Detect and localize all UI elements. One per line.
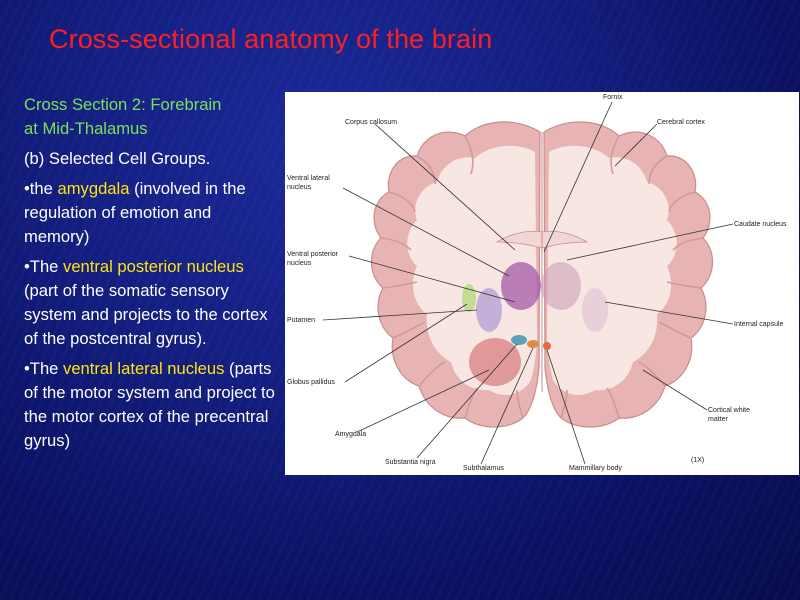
highlight-term: ventral posterior nucleus [63, 257, 244, 276]
section-heading-line2: at Mid-Thalamus [24, 119, 148, 138]
slide-title: Cross-sectional anatomy of the brain [49, 24, 493, 54]
label-magnification: (1X) [691, 457, 704, 464]
left-thalamus [501, 262, 541, 310]
section-heading-line1: Cross Section 2: Forebrain [24, 95, 222, 114]
label-ventral-posterior-2: nucleus [287, 260, 312, 267]
bullet-prefix: •The [24, 359, 64, 378]
amygdala-region [469, 338, 521, 386]
label-ventral-lateral-2: nucleus [287, 184, 312, 191]
substantia-nigra-region [511, 335, 527, 345]
bullet-text: (part of the somatic sensory system and … [24, 281, 268, 348]
left-putamen [476, 288, 502, 332]
bullet-prefix: •the [24, 179, 58, 198]
label-cerebral-cortex: Cerebral cortex [657, 119, 705, 126]
label-internal-capsule: Internal capsule [734, 321, 784, 328]
mammillary-body-region [543, 342, 551, 350]
brain-figure: Fornix Corpus callosum Cerebral cortex V… [285, 92, 799, 475]
subthalamus-region [527, 340, 539, 348]
label-amygdala: Amygdala [335, 431, 366, 438]
sulci-lines [380, 135, 704, 419]
left-white-matter [407, 145, 537, 395]
leader-lines [322, 101, 734, 465]
label-caudate-nucleus: Caudate nucleus [734, 221, 787, 228]
bullet-text: (parts of the motor system and project t… [24, 359, 275, 450]
label-ventral-lateral-1: Ventral lateral [287, 175, 330, 182]
right-putamen [582, 288, 608, 332]
label-fornix: Fornix [603, 94, 623, 101]
label-substantia-nigra: Substantia nigra [385, 459, 436, 466]
label-cortical-white-1: Cortical white [708, 407, 750, 414]
label-cortical-white-2: matter [708, 416, 729, 423]
right-white-matter [547, 145, 677, 395]
section-heading: Cross Section 2: Forebrain at Mid-Thalam… [24, 93, 276, 141]
text-column: Cross Section 2: Forebrain at Mid-Thalam… [24, 93, 276, 459]
label-globus-pallidus: Globus pallidus [287, 379, 335, 386]
bullet-amygdala: •the amygdala (involved in the regulatio… [24, 177, 276, 249]
highlight-term: amygdala [57, 179, 130, 198]
right-thalamus [541, 262, 581, 310]
label-ventral-posterior-1: Ventral posterior [287, 251, 339, 258]
bullet-ventral-lateral: •The ventral lateral nucleus (parts of t… [24, 357, 276, 453]
label-subthalamus: Subthalamus [463, 465, 504, 472]
bullet-ventral-posterior: •The ventral posterior nucleus (part of … [24, 255, 276, 351]
label-putamen: Putamen [287, 317, 315, 324]
bullet-text: (involved in the regulation of emotion a… [24, 179, 246, 246]
label-corpus-callosum: Corpus callosum [345, 119, 397, 126]
label-mammillary-body: Mammillary body [569, 465, 622, 472]
subheading: (b) Selected Cell Groups. [24, 149, 211, 168]
highlight-term: ventral lateral nucleus [63, 359, 225, 378]
bullet-prefix: •The [24, 257, 64, 276]
brain-section-diagram: Fornix Corpus callosum Cerebral cortex V… [287, 94, 787, 472]
